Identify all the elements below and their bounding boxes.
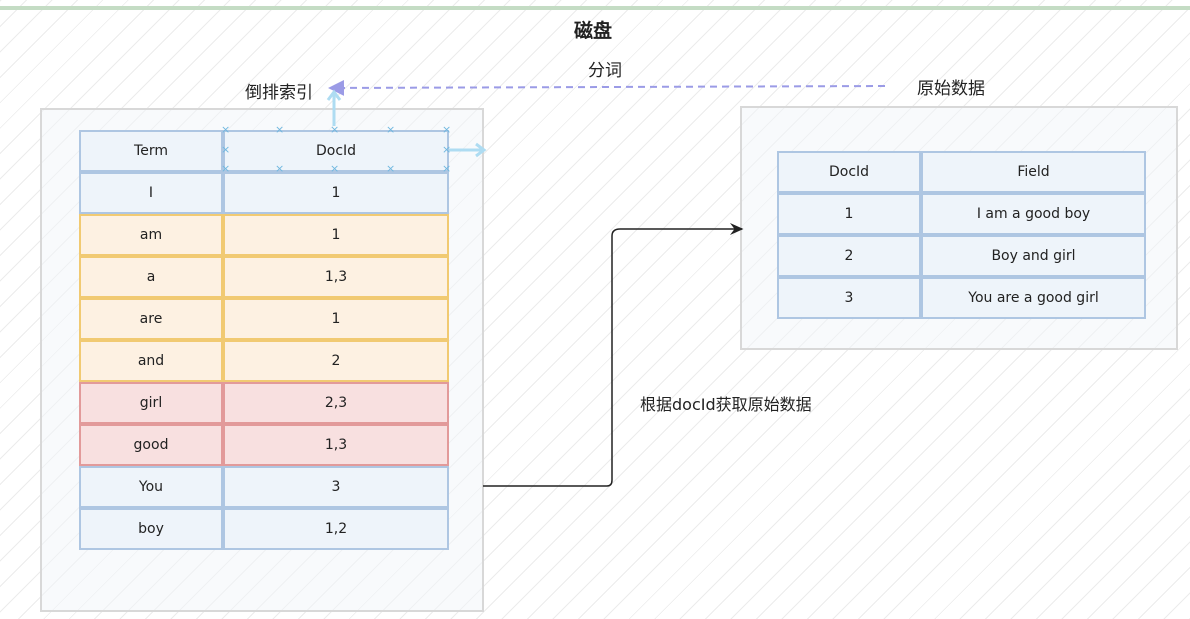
docid-cell: 2 xyxy=(223,340,449,382)
raw-docid-cell: 2 xyxy=(777,235,921,277)
tokenize-label: 分词 xyxy=(588,61,622,81)
term-cell: boy xyxy=(79,508,223,550)
raw-docid-cell: 1 xyxy=(777,193,921,235)
svg-text:×: × xyxy=(330,162,339,175)
svg-text:×: × xyxy=(275,162,284,175)
docid-cell: 1,3 xyxy=(223,256,449,298)
diagram-title: 磁盘 xyxy=(574,20,613,42)
term-cell: good xyxy=(79,424,223,466)
raw-field-cell: Boy and girl xyxy=(921,235,1146,277)
term-cell: You xyxy=(79,466,223,508)
svg-text:×: × xyxy=(442,162,451,175)
docid-cell: 3 xyxy=(223,466,449,508)
term-header: Term xyxy=(79,130,223,172)
selection-handles: × × × × × × × × × × × × xyxy=(221,89,487,175)
svg-text:×: × xyxy=(221,123,230,136)
svg-text:×: × xyxy=(386,123,395,136)
docid-cell: 1 xyxy=(223,172,449,214)
fetch-by-docid-label: 根据docId获取原始数据 xyxy=(640,395,812,414)
docid-cell: 1,3 xyxy=(223,424,449,466)
raw-data-label: 原始数据 xyxy=(917,79,985,99)
docid-cell: 1 xyxy=(223,298,449,340)
raw-field-cell: You are a good girl xyxy=(921,277,1146,319)
svg-text:×: × xyxy=(442,123,451,136)
svg-text:×: × xyxy=(275,123,284,136)
raw-field-header: Field xyxy=(921,151,1146,193)
tokenize-dashed-arrow xyxy=(328,79,886,96)
term-cell: and xyxy=(79,340,223,382)
raw-field-cell: I am a good boy xyxy=(921,193,1146,235)
svg-text:×: × xyxy=(330,123,339,136)
raw-docid-cell: 3 xyxy=(777,277,921,319)
docid-cell: 2,3 xyxy=(223,382,449,424)
docid-header: DocId xyxy=(223,130,449,172)
fetch-connector-arrow xyxy=(483,223,744,487)
term-cell: am xyxy=(79,214,223,256)
term-cell: I xyxy=(79,172,223,214)
svg-text:×: × xyxy=(442,143,451,156)
docid-cell: 1,2 xyxy=(223,508,449,550)
inverted-index-label: 倒排索引 xyxy=(245,83,313,103)
term-cell: a xyxy=(79,256,223,298)
svg-text:×: × xyxy=(221,162,230,175)
docid-cell: 1 xyxy=(223,214,449,256)
top-border-line xyxy=(0,6,1190,10)
raw-docid-header: DocId xyxy=(777,151,921,193)
term-cell: girl xyxy=(79,382,223,424)
term-cell: are xyxy=(79,298,223,340)
svg-text:×: × xyxy=(386,162,395,175)
svg-text:×: × xyxy=(221,143,230,156)
